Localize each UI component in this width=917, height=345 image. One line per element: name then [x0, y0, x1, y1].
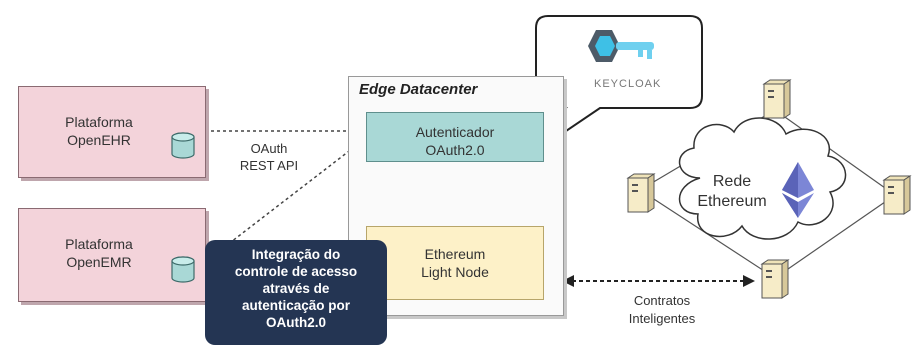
light-node-label-line1: Ethereum [424, 246, 486, 262]
integration-note-line5: OAuth2.0 [265, 315, 326, 330]
edge-datacenter-title: Edge Datacenter [359, 81, 478, 98]
key-icon [588, 30, 654, 62]
integration-note-line4: autenticação por [241, 298, 351, 313]
integration-note-line2: controle de acesso [234, 264, 358, 279]
platform-openehr-label-line2: OpenEHR [67, 132, 131, 148]
platform-openemr-label-line2: OpenEMR [66, 254, 132, 270]
oauth-link-label-line2: REST API [239, 158, 299, 173]
oauth-link-emr [204, 137, 367, 263]
platform-openehr-label-line1: Plataforma [65, 114, 133, 130]
light-node-label-line2: Light Node [421, 264, 489, 280]
server-node-icon [760, 259, 790, 299]
oauth-link-label: OAuth REST API [224, 140, 314, 174]
network-label-line1: Rede [712, 173, 752, 190]
server-node-icon [882, 175, 912, 215]
integration-note: Integração do controle de acesso através… [205, 240, 387, 345]
contracts-arrow [562, 275, 755, 287]
contracts-label-line2: Inteligentes [628, 311, 696, 326]
integration-note-line3: através de [262, 281, 330, 296]
keycloak-callout-bubble [535, 15, 703, 151]
contracts-label: Contratos Inteligentes [612, 292, 712, 328]
light-node-box: Ethereum Light Node [366, 226, 544, 300]
network-label-line2: Ethereum [697, 193, 767, 210]
database-icon [171, 256, 195, 283]
contracts-label-line1: Contratos [633, 293, 691, 308]
keycloak-logo: KEYCLOAK [588, 26, 688, 96]
server-node-icon [762, 79, 792, 119]
platform-openemr-label-line1: Plataforma [65, 236, 133, 252]
authenticator-label-line1: Autenticador [415, 124, 495, 140]
ethereum-cloud [678, 117, 847, 240]
database-icon [171, 132, 195, 159]
network-label: Rede Ethereum [692, 172, 772, 212]
server-node-icon [626, 173, 656, 213]
platform-openemr-box: Plataforma OpenEMR [18, 208, 206, 302]
integration-note-line1: Integração do [251, 247, 341, 262]
keycloak-label: KEYCLOAK [594, 78, 662, 90]
oauth-link-label-line1: OAuth [250, 141, 288, 156]
ethereum-logo-icon [782, 162, 814, 218]
authenticator-box: Autenticador OAuth2.0 [366, 112, 544, 162]
platform-openehr-box: Plataforma OpenEHR [18, 86, 206, 178]
authenticator-label-line2: OAuth2.0 [425, 142, 485, 158]
